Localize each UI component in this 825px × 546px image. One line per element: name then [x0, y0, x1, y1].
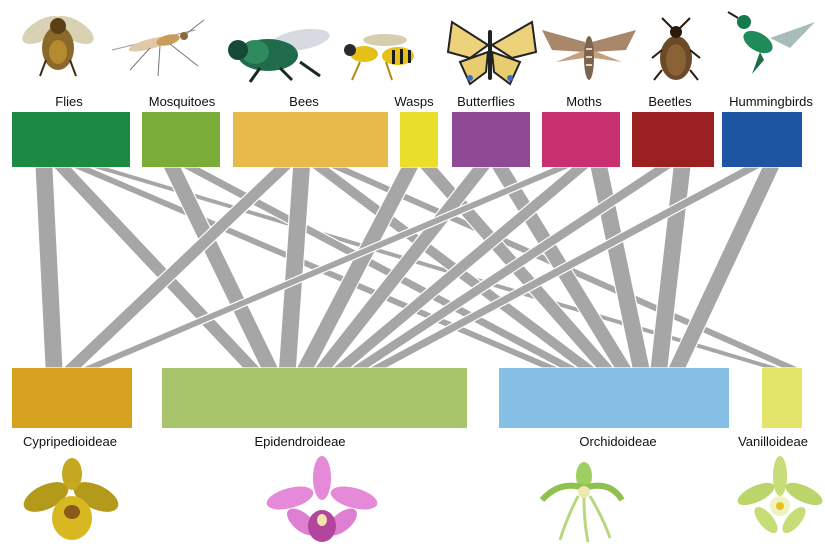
pollinator-node-beetles: [632, 112, 714, 167]
pollinator-label-wasps: Wasps: [394, 94, 434, 109]
pollinator-label-bees: Bees: [289, 94, 319, 109]
pollinator-node-butterflies: [452, 112, 530, 167]
moth-icon: [542, 30, 636, 80]
pollinator-label-mosquitoes: Mosquitoes: [149, 94, 216, 109]
beetle-icon: [652, 18, 700, 80]
subfamily-node-vanilloideae: [762, 368, 802, 428]
pollinator-label-beetles: Beetles: [648, 94, 692, 109]
pollinator-label-hummingbirds: Hummingbirds: [729, 94, 813, 109]
butterfly-icon: [448, 22, 536, 84]
subfamily-node-orchidoideae: [499, 368, 729, 428]
pollinator-label-moths: Moths: [566, 94, 602, 109]
pollinator-node-moths: [542, 112, 620, 167]
pollinator-label-flies: Flies: [55, 94, 83, 109]
bee-icon: [228, 25, 331, 82]
pollinator-node-wasps: [400, 112, 438, 167]
subfamily-label-orchidoideae: Orchidoideae: [579, 434, 656, 449]
pollinator-node-flies: [12, 112, 130, 167]
wasp-icon: [344, 34, 414, 80]
subfamily-label-epidendroideae: Epidendroideae: [254, 434, 345, 449]
pollinator-label-butterflies: Butterflies: [457, 94, 515, 109]
pollinator-node-hummingbirds: [722, 112, 802, 167]
mosquito-icon: [112, 20, 204, 76]
subfamily-node-cypripedioideae: [12, 368, 132, 428]
subfamily-label-cypripedioideae: Cypripedioideae: [23, 434, 117, 449]
pollinator-node-bees: [233, 112, 388, 167]
orchidoideae-orchid-icon: [542, 462, 622, 542]
cypripedioideae-orchid-icon: [19, 458, 123, 540]
pollinator-node-mosquitoes: [142, 112, 220, 167]
vanilloideae-orchid-icon: [734, 456, 825, 537]
subfamily-label-vanilloideae: Vanilloideae: [738, 434, 808, 449]
link-flies-to-cypripedioideae: [35, 167, 63, 368]
fly-icon: [18, 10, 98, 76]
hummingbird-icon: [728, 12, 815, 74]
subfamily-node-epidendroideae: [162, 368, 467, 428]
links-layer: [35, 167, 800, 368]
epidendroideae-orchid-icon: [264, 456, 380, 542]
